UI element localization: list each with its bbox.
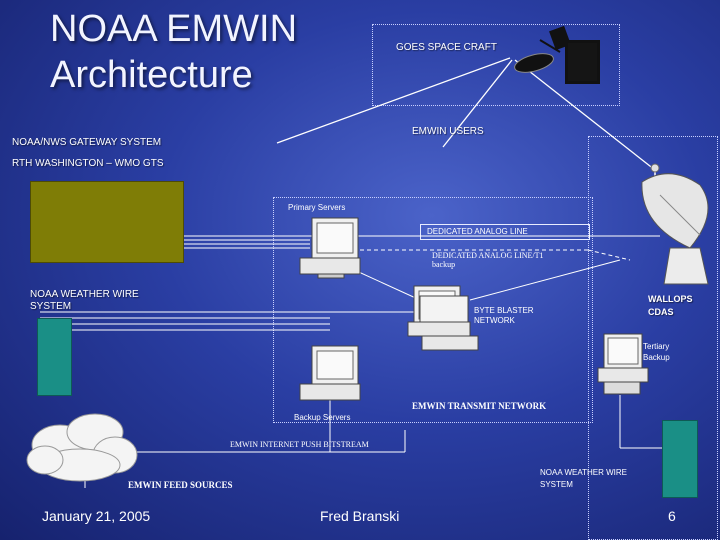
backup-servers-label: Backup Servers: [294, 413, 351, 422]
primary-servers-region: [273, 197, 593, 423]
gateway-label: NOAA/NWS GATEWAY SYSTEM: [12, 137, 162, 148]
rth-gateway-block: [30, 181, 184, 263]
footer-page-number: 6: [668, 508, 676, 524]
internet-push-label: EMWIN INTERNET PUSH BITSTREAM: [230, 440, 369, 449]
weather-wire-system-block: [37, 318, 72, 396]
tertiary-backup-label: Tertiary Backup: [643, 342, 670, 362]
footer-author: Fred Branski: [320, 508, 400, 524]
primary-servers-label: Primary Servers: [288, 203, 346, 212]
dedicated-t1-label: DEDICATED ANALOG LINE/T1 backup: [432, 251, 544, 269]
weather-wire-right-label: NOAA WEATHER WIRE SYSTEM: [540, 468, 627, 489]
feed-sources-label: EMWIN FEED SOURCES: [128, 480, 233, 490]
goes-spacecraft-box: [372, 24, 620, 106]
rth-label: RTH WASHINGTON – WMO GTS: [12, 158, 164, 169]
wallops-label: WALLOPS CDAS: [648, 294, 693, 317]
page-title: NOAA EMWIN Architecture: [50, 8, 298, 96]
dedicated-line-box: [420, 224, 590, 240]
byte-blaster-label: BYTE BLASTER NETWORK: [474, 306, 534, 325]
footer-date: January 21, 2005: [42, 508, 151, 524]
transmit-network-label: EMWIN TRANSMIT NETWORK: [412, 401, 547, 411]
dedicated-line-label: DEDICATED ANALOG LINE: [427, 227, 528, 236]
goes-spacecraft-label: GOES SPACE CRAFT: [396, 42, 497, 53]
weather-wire-label: NOAA WEATHER WIRE SYSTEM: [30, 289, 139, 312]
emwin-users-label: EMWIN USERS: [412, 126, 484, 137]
weather-wire-system-right-block: [662, 420, 698, 498]
